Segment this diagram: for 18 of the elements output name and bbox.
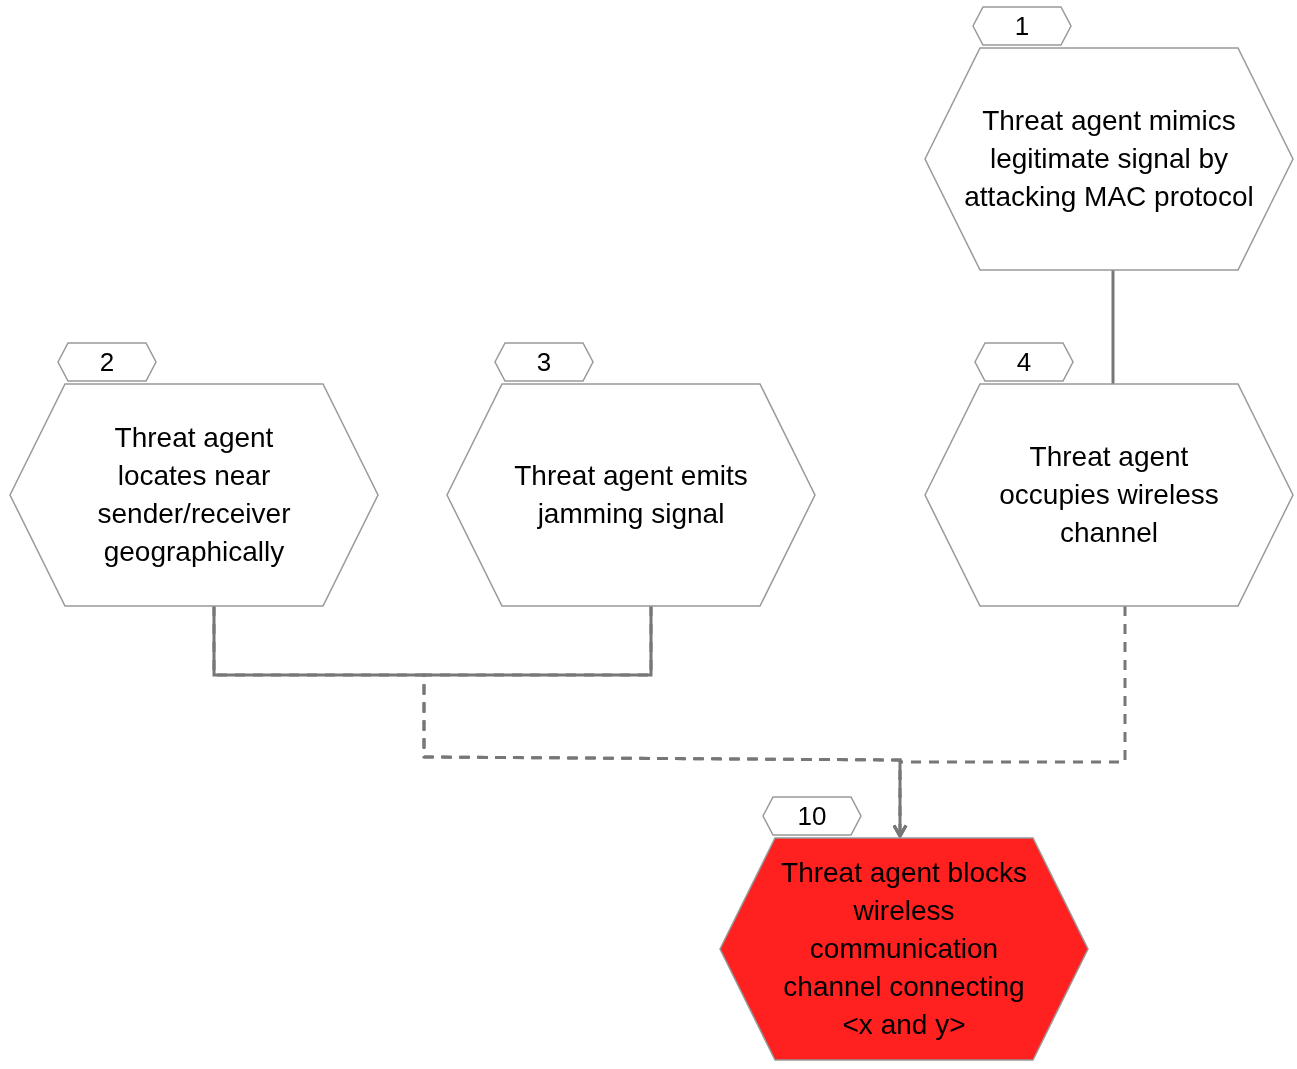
node-text: Threat agent occupies wireless channel bbox=[998, 440, 1220, 550]
hexagon-node bbox=[447, 342, 815, 606]
node-text: Threat agent blocks wireless communication channel connecting <x and y> bbox=[780, 856, 1028, 1042]
step-number: 3 bbox=[535, 346, 553, 379]
node-text: Threat agent emits jamming signal bbox=[513, 459, 749, 531]
goal-hexagon-node bbox=[720, 796, 1088, 1060]
arrow bbox=[892, 606, 1127, 838]
step-number: 4 bbox=[1015, 346, 1033, 379]
hexagon-node bbox=[10, 342, 378, 606]
hexagon-node bbox=[925, 342, 1293, 606]
step-number: 2 bbox=[98, 346, 116, 379]
hexagon-node bbox=[925, 6, 1293, 270]
step-number: 1 bbox=[1013, 10, 1031, 43]
step-number: 10 bbox=[796, 800, 828, 833]
node-text: Threat agent locates near sender/receiver geographically bbox=[96, 421, 292, 569]
connector-line bbox=[212, 606, 653, 677]
connector-line bbox=[1111, 270, 1115, 384]
node-text: Threat agent mimics legitimate signal by attacking MAC protocol bbox=[963, 104, 1255, 214]
